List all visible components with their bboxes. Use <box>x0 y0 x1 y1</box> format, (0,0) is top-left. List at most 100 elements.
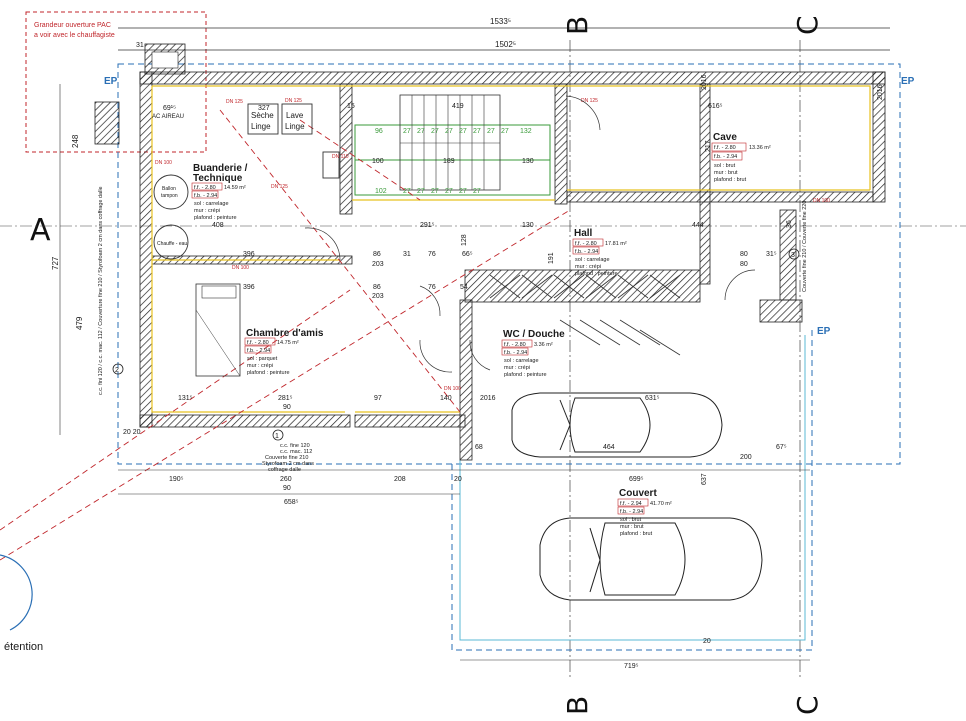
hall-fb: f.b. - 2.94 <box>575 249 598 255</box>
note-line-2: a voir avec le chauffagiste <box>34 32 115 39</box>
sink-box <box>322 151 340 179</box>
couvert-ff: f.f. - 2.94 <box>620 501 642 507</box>
dim-396b: 396 <box>243 284 255 291</box>
step-8: 27 <box>501 128 509 135</box>
note-box <box>25 11 207 153</box>
cave-plafond: plafond : brut <box>714 177 747 183</box>
step-1: 27 <box>403 128 411 135</box>
buanderie-name-1: Buanderie / <box>193 163 248 174</box>
cave-name: Cave <box>713 132 737 143</box>
dim-97: 97 <box>374 395 382 402</box>
step-b2: 27 <box>417 188 425 195</box>
walls <box>139 71 886 461</box>
dimension-labels: 69¹⁵ 419 616⁵ 327 100 189 130 130 408 29… <box>123 103 787 670</box>
dim-719: 719⁵ <box>624 663 639 670</box>
section-mark-b-top: B <box>561 16 594 35</box>
hall-name: Hall <box>574 228 593 239</box>
chauffe-eau-label: Chauffe - eau <box>157 241 187 247</box>
step-5: 27 <box>459 128 467 135</box>
wc-plafond: plafond : peinture <box>504 372 547 378</box>
dim-419: 419 <box>452 103 464 110</box>
dim-31a: 31 <box>403 251 411 258</box>
dim-699: 699⁵ <box>629 476 644 483</box>
dim-36: 36 <box>786 220 793 228</box>
stair-outline <box>354 124 551 196</box>
dn125-a: DN 125 <box>226 99 243 105</box>
cc-bottom-4: Styrofoam 2 cm dans <box>262 461 314 467</box>
dim-140: 140 <box>440 395 452 402</box>
dim-80b: 80 <box>740 261 748 268</box>
buanderie-mur: mur : crépi <box>194 208 220 214</box>
room-buanderie: Buanderie / Technique f.f. - 2.80 14.59 … <box>191 163 248 221</box>
door-swings <box>304 95 756 373</box>
room-hall: Hall f.f. - 2.80 17.81 m² f.b. - 2.94 so… <box>572 228 627 277</box>
cc-bottom-2: c.c. mac. 112 <box>280 449 312 455</box>
step-b4: 27 <box>445 188 453 195</box>
buanderie-sol: sol : carrelage <box>194 201 229 207</box>
couvert-mur: mur : brut <box>620 524 644 530</box>
dim-left-small: 31 <box>136 42 144 49</box>
cc-bottom-1: c.c. fine 120 <box>280 443 310 449</box>
dim-128: 128 <box>461 234 468 246</box>
dim-6915: 69¹⁵ <box>163 105 176 112</box>
dim-76b: 76 <box>428 284 436 291</box>
chambre-fb: f.b. - 2.94 <box>247 348 270 354</box>
lave-line-1: Lave <box>286 111 304 120</box>
stair-step-labels: 27 27 27 27 27 27 27 27 27 27 27 27 27 2… <box>375 128 532 195</box>
acaireau-label: AC AIREAU <box>152 114 184 120</box>
cave-ff: f.f. - 2.80 <box>714 145 736 151</box>
dimension-labels-vertical: 637 217 191 128 36 2016 2016 <box>461 74 884 485</box>
dn125-d: DN 125 <box>581 98 598 104</box>
room-chambre: Chambre d'amis f.f. - 2.80 14.75 m² f.b.… <box>195 283 324 377</box>
dim-20a: 20 <box>454 476 462 483</box>
dim-20b: 20 <box>703 638 711 645</box>
foundation-outline <box>117 63 901 465</box>
step-b5: 27 <box>459 188 467 195</box>
dim-2020: 20 20 <box>123 429 141 436</box>
cave-area: 13.36 m² <box>749 145 771 151</box>
hall-area: 17.81 m² <box>605 241 627 247</box>
dim-76a: 76 <box>428 251 436 258</box>
seche-linge-box <box>247 103 279 135</box>
ep-label-top-left: EP <box>104 76 118 87</box>
dim-189: 189 <box>443 158 455 165</box>
dim-100: 100 <box>372 158 384 165</box>
stair-steps <box>399 94 501 191</box>
dn125-c: DN 125 <box>271 184 288 190</box>
cc-bottom-3: Couverte fine 210 <box>265 455 308 461</box>
dim-132: 132 <box>520 128 532 135</box>
dim-260: 260 <box>280 476 292 483</box>
buanderie-ff: f.f. - 2.80 <box>194 185 216 191</box>
wc-name: WC / Douche <box>503 329 565 340</box>
dn100-d: DN 100 <box>232 265 249 271</box>
chauffe-eau-circle <box>153 224 189 260</box>
chambre-area: 14.75 m² <box>277 340 299 346</box>
dim-102: 102 <box>375 188 387 195</box>
cave-sol: sol : brut <box>714 163 736 169</box>
room-couvert: Couvert f.f. - 2.94 41.70 m² f.b. - 2.94… <box>617 488 672 537</box>
bed-outline <box>195 283 241 377</box>
diagonal-lines <box>0 109 571 561</box>
dim-68: 68 <box>475 444 483 451</box>
wc-mur: mur : crépi <box>504 365 530 371</box>
grid-markers: 1 2 3 <box>112 248 800 441</box>
hall-mur: mur : crépi <box>575 264 601 270</box>
chambre-ff: f.f. - 2.80 <box>247 340 269 346</box>
dim-31b: 31⁵ <box>766 251 777 258</box>
couvert-fb: f.b. - 2.94 <box>620 509 643 515</box>
room-wc: WC / Douche f.f. - 2.80 3.36 m² f.b. - 2… <box>501 329 565 378</box>
car-2 <box>539 517 763 601</box>
dn-labels: DN 125 DN 125 DN 125 DN 125 DN 100 DN 10… <box>155 98 830 392</box>
dim-15a: 15 <box>347 103 355 110</box>
dim-130b: 130 <box>522 222 534 229</box>
bike-rack <box>489 274 681 356</box>
wc-fb: f.b. - 2.94 <box>504 350 527 356</box>
dn100-b: DN 100 <box>813 198 830 204</box>
hall-sol: sol : carrelage <box>575 257 610 263</box>
dn100-a: DN 100 <box>155 160 172 166</box>
dim-2016a: 2016 <box>480 395 496 402</box>
hall-plafond: plafond : peinture <box>575 271 618 277</box>
dim-131: 131⁵ <box>178 395 193 402</box>
dim-66: 66⁵ <box>462 251 473 258</box>
